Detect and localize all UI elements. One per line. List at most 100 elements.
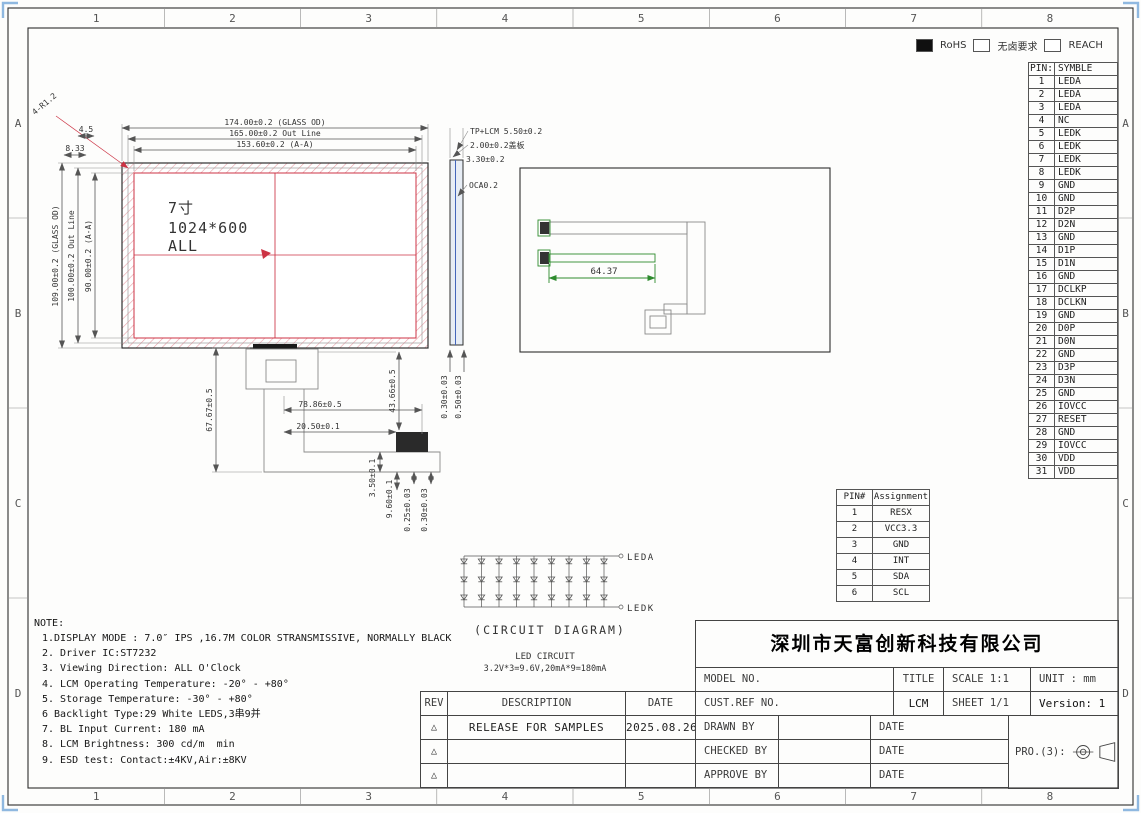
pin-symbol: D3N	[1054, 374, 1118, 388]
dim-d3: 0.25±0.03	[403, 488, 412, 532]
dim-outline-width: 165.00±0.2 Out Line	[229, 129, 321, 138]
assignment-name: SDA	[872, 569, 930, 586]
pin-row: 7 LEDK	[1028, 153, 1118, 167]
note-line: 1.DISPLAY MODE : 7.0″ IPS ,16.7M COLOR S…	[42, 633, 452, 644]
grid-col-label: 1	[92, 11, 100, 25]
scale-cell: SCALE 1:1	[943, 667, 1031, 692]
assignment-pin-header: PIN#	[836, 489, 873, 506]
pin-row: 12 D2N	[1028, 218, 1118, 232]
drawn-date-cell: DATE	[870, 715, 1009, 740]
pin-number: 28	[1028, 426, 1055, 440]
assignment-name: SCL	[872, 585, 930, 602]
pin-symbol: IOVCC	[1054, 439, 1118, 453]
pin-symbol: IOVCC	[1054, 400, 1118, 414]
pin-number: 13	[1028, 231, 1055, 245]
approve-date-cell: DATE	[870, 763, 1009, 788]
pin-row: 5 LEDK	[1028, 127, 1118, 141]
grid-col-label: 3	[365, 790, 372, 803]
dim-outline-height: 100.00±0.2 Out Line	[67, 210, 76, 302]
pin-number: 5	[1028, 127, 1055, 141]
pin-symbol: LEDA	[1054, 88, 1118, 102]
grid-col-label: 4	[501, 790, 509, 803]
screen-size-label: 7寸	[168, 199, 194, 217]
drawn-by-cell: DRAWN BY	[695, 715, 779, 740]
pin-symbol: GND	[1054, 348, 1118, 362]
date-empty-cell	[625, 739, 696, 764]
halogen-free-label: 无卤要求	[997, 41, 1038, 53]
fpc-connector-area	[245, 348, 319, 390]
company-name: 深圳市天富创新科技有限公司	[695, 620, 1119, 668]
pin-number: 11	[1028, 205, 1055, 219]
pin-number: 18	[1028, 296, 1055, 310]
assignment-table: PIN# Assignment 1 RESX 2 VCC3.3 3 GND 4 …	[836, 489, 930, 602]
pin-number: 7	[1028, 153, 1055, 167]
pin-row: 24 D3N	[1028, 374, 1118, 388]
drawn-by-value-cell	[778, 715, 871, 740]
notes-list: 1.DISPLAY MODE : 7.0″ IPS ,16.7M COLOR S…	[34, 631, 464, 768]
dim-tail-height: 43.66±0.5	[388, 369, 397, 413]
pin-symbol: D0N	[1054, 335, 1118, 349]
pin-row: 16 GND	[1028, 270, 1118, 284]
pin-row: 8 LEDK	[1028, 166, 1118, 180]
pin-number: 29	[1028, 439, 1055, 453]
description-empty-cell	[447, 739, 626, 764]
assignment-row: 3 GND	[836, 537, 930, 554]
pin-number: 8	[1028, 166, 1055, 180]
assignment-name: VCC3.3	[872, 521, 930, 538]
pin-number: 26	[1028, 400, 1055, 414]
compliance-row: RoHS 无卤要求 REACH	[916, 36, 1103, 54]
pin-row: 3 LEDA	[1028, 101, 1118, 115]
circuit-caption: (CIRCUIT DIAGRAM)	[474, 623, 626, 637]
assignment-row: 6 SCL	[836, 585, 930, 602]
dim-d2: 9.60±0.1	[385, 480, 394, 519]
pin-number: 3	[1028, 101, 1055, 115]
pin-symbol: D0P	[1054, 322, 1118, 336]
pin-number: 20	[1028, 322, 1055, 336]
pin-symbol: NC	[1054, 114, 1118, 128]
assignment-pin: 1	[836, 505, 873, 522]
pin-row: 18 DCLKN	[1028, 296, 1118, 310]
pin-number: 16	[1028, 270, 1055, 284]
dim-tail-drop: 67.67±0.5	[205, 388, 214, 432]
pin-number: 23	[1028, 361, 1055, 375]
screen-resolution-label: 1024*600	[168, 219, 248, 237]
checked-date-cell: DATE	[870, 739, 1009, 764]
pin-symbol: GND	[1054, 179, 1118, 193]
pin-row: 15 D1N	[1028, 257, 1118, 271]
pin-row: 29 IOVCC	[1028, 439, 1118, 453]
pin-row: 30 VDD	[1028, 452, 1118, 466]
grid-col-label: 6	[774, 11, 781, 25]
reach-label: REACH	[1068, 39, 1103, 51]
dim-corner-y: 8.33	[65, 144, 84, 153]
she​et-cell: SHEET 1/1	[943, 691, 1031, 716]
grid-row-label: B	[1122, 306, 1129, 320]
grid-col-label: 7	[910, 11, 917, 25]
pin-symbol: D2P	[1054, 205, 1118, 219]
note-line: 6 Backlight Type:29 White LEDS,3串9并	[42, 709, 261, 721]
pin-row: 9 GND	[1028, 179, 1118, 193]
version-cell: Version: 1	[1030, 691, 1119, 716]
pin-row: 17 DCLKP	[1028, 283, 1118, 297]
dim-corner-x: 4.5	[79, 125, 94, 134]
unit-cell: UNIT : mm	[1030, 667, 1119, 692]
led-circuit-spec: 3.2V*3=9.6V,20mA*9=180mA	[484, 664, 607, 674]
pin-symbol: GND	[1054, 309, 1118, 323]
grid-col-label: 3	[365, 11, 372, 25]
pin-symbol: VDD	[1054, 452, 1118, 466]
note-line: 5. Storage Temperature: -30° - +80°	[42, 693, 253, 705]
dim-d6: 0.50±0.03	[454, 375, 463, 419]
assignment-row: 2 VCC3.3	[836, 521, 930, 538]
pin-number: 31	[1028, 465, 1055, 479]
pin-table-header: PIN: SYMBLE	[1028, 62, 1118, 76]
pin-symbol: GND	[1054, 387, 1118, 401]
description-header-cell: DESCRIPTION	[447, 691, 626, 716]
pin-number: 10	[1028, 192, 1055, 206]
center-mark	[261, 249, 271, 259]
pin-symbol: RESET	[1054, 413, 1118, 427]
pin-number: 19	[1028, 309, 1055, 323]
grid-row-label: B	[14, 306, 22, 320]
